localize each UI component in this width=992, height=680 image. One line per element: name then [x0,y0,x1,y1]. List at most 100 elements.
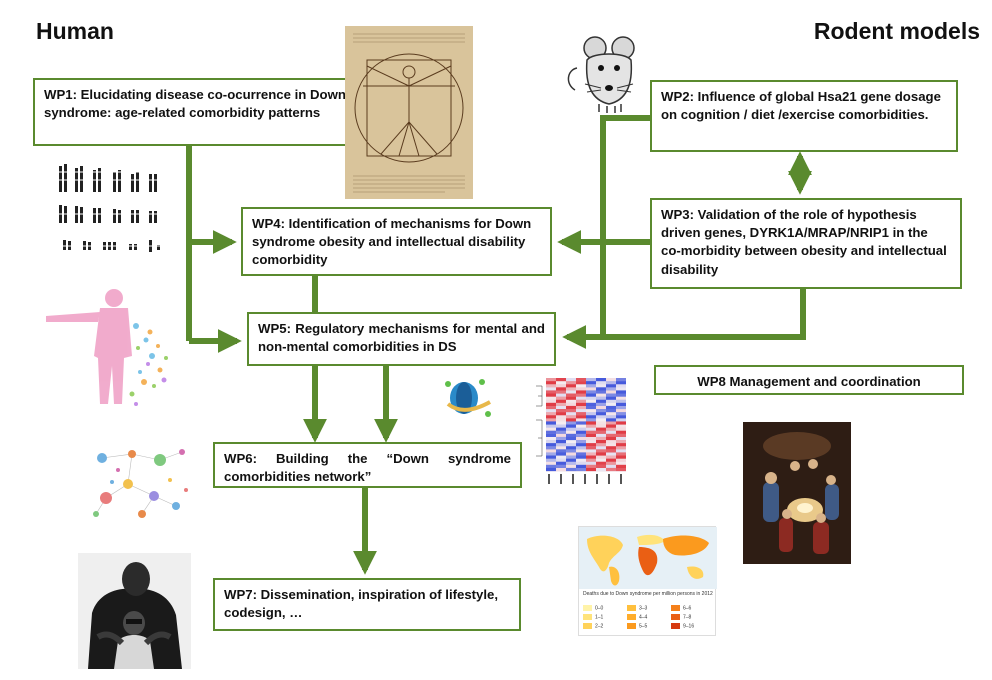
heatmap-cell [606,449,616,453]
heatmap-cell [606,424,616,428]
heatmap-cell [546,446,556,450]
heatmap-cell [546,390,556,394]
heatmap-cell [606,467,616,472]
heatmap-cell [546,464,556,468]
legend-label: 2–2 [595,623,604,630]
heatmap-cell [586,409,596,413]
legend-swatch [671,614,680,620]
heatmap-cell [586,436,596,441]
heatmap-cell [576,396,586,400]
heatmap-cell [586,381,596,385]
gene-expression-heatmap [534,376,630,488]
heatmap-cell [576,467,586,472]
wp2-connector-line [600,115,650,337]
heatmap-cell [566,421,576,425]
heatmap-cell [556,433,566,437]
heatmap-cell [616,427,626,431]
heatmap-cell [556,464,566,468]
heatmap-cell [576,464,586,468]
heatmap-cell [556,436,566,441]
legend-label: 5–5 [639,623,648,630]
legend-label: 0–0 [595,605,604,612]
heatmap-cell [546,405,556,410]
heatmap-cell [546,458,556,462]
heatmap-cell [566,402,576,406]
legend-swatch [583,605,592,611]
heatmap-cell [576,415,586,419]
heatmap-cell [606,399,616,403]
heatmap-cell [576,425,586,428]
heatmap-cell [606,393,616,397]
heatmap-cell [586,387,596,391]
heatmap-cell [586,421,596,425]
heatmap-cell [616,405,626,410]
heatmap-cell [566,440,576,443]
heatmap-cell [606,381,616,385]
map-legend-item: 2–2 [583,623,603,630]
heatmap-cell [546,412,556,416]
heatmap-cell [556,430,566,434]
heatmap-cell [556,402,566,406]
legend-label: 4–4 [639,614,648,621]
heatmap-cell [546,455,556,459]
heatmap-cell [586,415,596,419]
heatmap-cell [576,443,586,447]
heatmap-cell [606,415,616,419]
heatmap-cell [576,393,586,397]
heatmap-cell [546,424,556,428]
heatmap-cell [586,405,596,410]
heatmap-cell [616,458,626,462]
rodent-models-heading: Rodent models [813,18,980,44]
heatmap-cell [616,452,626,456]
heatmap-cell [616,418,626,422]
heatmap-cell [556,452,566,456]
heatmap-cell [596,452,606,456]
heatmap-cell [616,390,626,394]
heatmap-cell [616,424,626,428]
heatmap-cell [576,402,586,406]
legend-label: 6–6 [683,605,692,612]
legend-swatch [583,614,592,620]
heatmap-cell [606,443,616,447]
heatmap-cell [606,378,616,382]
heatmap-cell [576,440,586,444]
heatmap-cell [566,387,576,391]
heatmap-cell [586,452,596,456]
heatmap-cell [596,436,606,441]
heatmap-cell [566,427,576,431]
heatmap-cell [616,461,626,465]
nativity-painting [743,422,851,564]
heatmap-cell [546,443,556,447]
heatmap-cell [556,449,566,453]
map-legend-item: 3–3 [627,605,647,612]
map-legend-item: 5–5 [627,623,647,630]
heatmap-cell [546,415,556,419]
heatmap-cell [586,464,596,468]
heatmap-cell [616,387,626,391]
heatmap-cell [596,409,606,413]
heatmap-cell [606,390,616,394]
heatmap-cell [596,402,606,406]
heatmap-cell [566,415,576,419]
heatmap-cell [576,433,586,437]
mouse-icon [567,36,635,113]
heatmap-cell [576,449,586,453]
heatmap-cell [556,446,566,450]
heatmap-cell [546,396,556,400]
heatmap-cell [616,440,626,444]
map-caption: Deaths due to Down syndrome per million … [583,591,713,597]
heatmap-cell [556,393,566,397]
heatmap-cell [586,418,596,422]
heatmap-cell [576,390,586,394]
heatmap-cell [596,399,606,403]
legend-swatch [671,623,680,629]
heatmap-cell [556,409,566,413]
heatmap-cell [586,396,596,400]
heatmap-cell [546,387,556,391]
heatmap-cell [616,446,626,450]
heatmap-cell [586,430,596,434]
heatmap-cell [556,381,566,384]
heatmap-cell [616,399,626,403]
heatmap-cell [606,409,616,413]
heatmap-cell [556,399,566,403]
